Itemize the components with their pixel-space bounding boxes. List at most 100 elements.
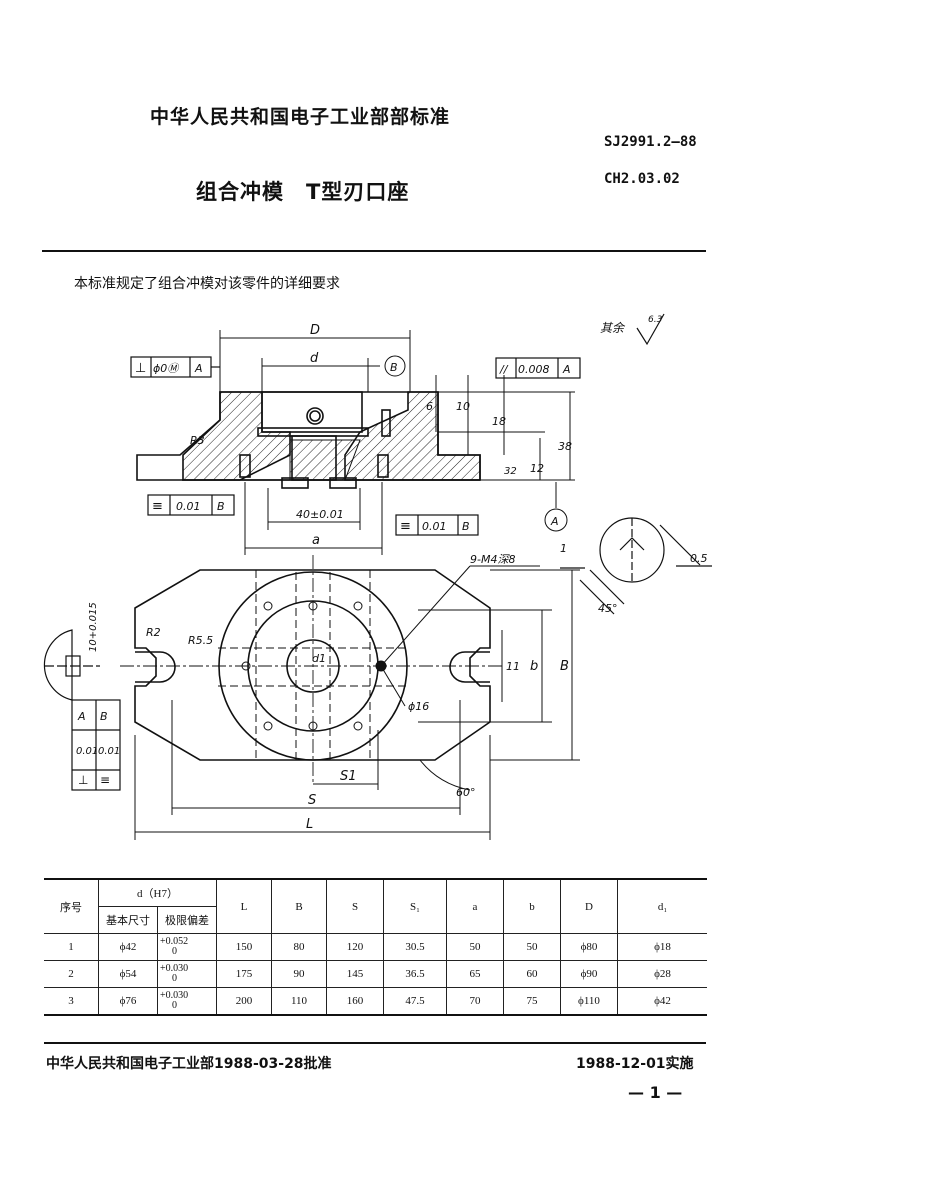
dim-60: 60° [456, 786, 476, 799]
dim-L: L [306, 817, 313, 832]
cell-L: 200 [216, 987, 272, 1016]
col-L: L [216, 878, 272, 934]
dim-38: 38 [558, 440, 572, 453]
dim-S1: S1 [340, 769, 357, 784]
tol-sym1-ref: B [217, 500, 225, 513]
dim-S: S [308, 793, 316, 808]
roughness-note: 其余 [600, 321, 626, 335]
ch-code: CH2.03.02 [604, 171, 680, 187]
dim-32: 32 [504, 466, 517, 477]
detail-view [560, 517, 712, 615]
cell-L: 150 [216, 933, 272, 961]
tol-lower: 0 [172, 973, 177, 984]
side-tol-sym-2: ≡ [100, 773, 110, 787]
page-number: — 1 — [628, 1083, 683, 1102]
cell-basic: ϕ54 [98, 960, 158, 988]
cell-d1: ϕ42 [617, 987, 707, 1016]
side-tol-val-1: 0.01 [76, 746, 98, 757]
tol-sym1-symbol: ≡ [152, 499, 163, 514]
tol-perp-ref: A [194, 362, 203, 375]
cell-L: 175 [216, 960, 272, 988]
cell-D: ϕ80 [560, 933, 618, 961]
dim-11: 11 [506, 660, 520, 673]
tol-upper: +0.052 [160, 936, 189, 947]
dim-phi16: ϕ16 [408, 700, 429, 713]
side-view [43, 629, 121, 791]
cell-B: 90 [271, 960, 327, 988]
cell-S1: 30.5 [383, 933, 447, 961]
cell-b: 50 [503, 933, 561, 961]
dim-d1: d1 [312, 652, 326, 665]
dim-B: B [560, 659, 569, 674]
tol-lower: 0 [172, 946, 177, 957]
cell-d1: ϕ18 [617, 933, 707, 961]
datum-B-label: B [390, 361, 398, 374]
intro-text: 本标准规定了组合冲模对该零件的详细要求 [74, 276, 340, 292]
tol-par-value: 0.008 [518, 363, 550, 376]
cell-d1: ϕ28 [617, 960, 707, 988]
datum-A-label: A [550, 515, 559, 528]
dim-10: 10 [456, 400, 470, 413]
dim-D: D [310, 323, 320, 338]
dim-side: 10+0.015 [88, 602, 99, 652]
cell-basic: ϕ42 [98, 933, 158, 961]
tol-lower: 0 [172, 1000, 177, 1011]
col-S: S [326, 878, 384, 934]
col-S1: S₁ [383, 878, 447, 934]
tol-sym2-ref: B [462, 520, 470, 533]
tol-perp-symbol: ⊥ [135, 361, 146, 376]
col-limit-deviation: 极限偏差 [157, 906, 217, 934]
tol-par-symbol: // [499, 363, 509, 376]
document-title: 组合冲模 T型刃口座 [196, 180, 410, 204]
tol-upper: +0.030 [160, 990, 189, 1001]
dim-6: 6 [426, 400, 433, 413]
tol-upper: +0.030 [160, 963, 189, 974]
dim-b: b [530, 659, 538, 674]
tol-par-ref: A [562, 363, 571, 376]
tol-perp-value: ϕ0Ⓜ [153, 362, 180, 375]
col-D: D [560, 878, 618, 934]
cell-S: 160 [326, 987, 384, 1016]
side-tol-sym-1: ⊥ [78, 773, 88, 787]
cell-a: 70 [446, 987, 504, 1016]
cell-seq: 2 [44, 960, 99, 988]
dim-45: 45° [598, 602, 618, 615]
col-seq: 序号 [44, 878, 99, 934]
tol-sym2-symbol: ≡ [400, 519, 411, 534]
dim-thread: 9-M4深8 [470, 553, 515, 566]
cell-seq: 1 [44, 933, 99, 961]
col-b: b [503, 878, 561, 934]
col-d-group: d（H7） [98, 878, 217, 907]
tol-sym1-value: 0.01 [176, 500, 201, 513]
footer-rule [44, 1042, 706, 1044]
front-section-view [136, 391, 481, 489]
dim-12: 12 [530, 462, 544, 475]
dim-05: 0.5 [690, 552, 708, 565]
dim-1: 1 [560, 542, 567, 555]
cell-D: ϕ90 [560, 960, 618, 988]
dim-40: 40±0.01 [296, 508, 344, 521]
cell-B: 80 [271, 933, 327, 961]
roughness-value: 6.3 [648, 315, 663, 325]
dim-d: d [310, 351, 319, 366]
cell-S: 120 [326, 933, 384, 961]
cell-seq: 3 [44, 987, 99, 1016]
dim-R3: R3 [190, 434, 205, 447]
col-B: B [271, 878, 327, 934]
cell-b: 75 [503, 987, 561, 1016]
dimension-table: 序号 d（H7） L B S S₁ a b D d₁ 基本尺寸 极限偏差 1 ϕ… [44, 878, 707, 1016]
dim-18: 18 [492, 415, 506, 428]
cell-S1: 36.5 [383, 960, 447, 988]
tol-sym2-value: 0.01 [422, 520, 447, 533]
technical-drawing: 其余 6.3 D d B ⊥ ϕ0Ⓜ A // 0.008 A ≡ 0.01 B… [43, 313, 712, 840]
effective-date: 1988-12-01实施 [576, 1056, 694, 1072]
standard-code: SJ2991.2—88 [604, 134, 697, 150]
side-tol-ref-B: B [100, 710, 108, 723]
dim-a: a [312, 533, 320, 548]
cell-basic: ϕ76 [98, 987, 158, 1016]
